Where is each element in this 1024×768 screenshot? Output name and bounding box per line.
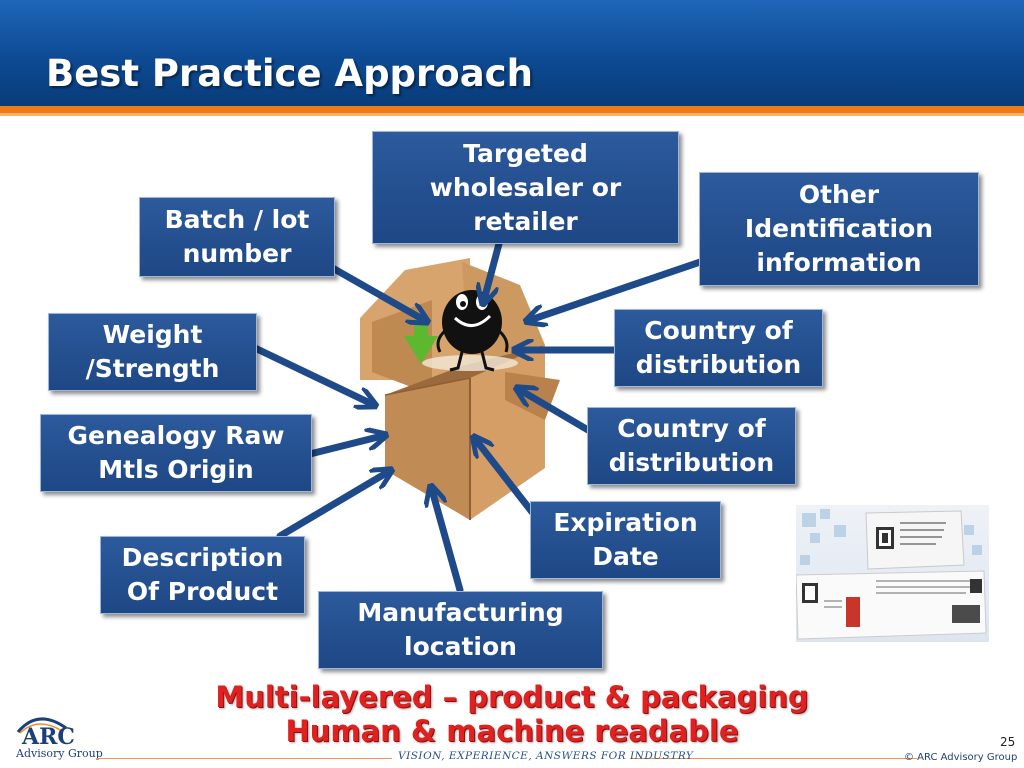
connector-arrows	[251, 236, 704, 594]
product-packaging-image	[796, 505, 989, 642]
arrow-targeted	[484, 236, 504, 300]
footer-rule-right	[632, 758, 917, 759]
arrow-weight	[251, 344, 372, 404]
arc-logo-subtitle: Advisory Group	[16, 747, 103, 760]
label-expiration-date: Expiration Date	[530, 501, 721, 579]
label-batch-lot-number: Batch / lot number	[139, 197, 335, 277]
label-genealogy-raw-materials: Genealogy Raw Mtls Origin	[40, 414, 312, 492]
label-description-of-product: Description Of Product	[100, 536, 305, 614]
arrow-batch	[318, 258, 424, 320]
tagline-line-1: Multi-layered – product & packaging	[215, 680, 809, 714]
arrow-description	[276, 472, 388, 540]
tagline-line-2: Human & machine readable	[285, 714, 739, 748]
label-targeted-wholesaler: Targeted wholesaler or retailer	[372, 131, 679, 244]
arc-logo-swoosh-icon	[16, 717, 67, 734]
footer-slogan: VISION, EXPERIENCE, ANSWERS FOR INDUSTRY	[398, 750, 694, 762]
arrow-country2	[520, 390, 592, 434]
slide-title: Best Practice Approach	[46, 52, 533, 95]
header-accent-band-light	[0, 113, 1024, 116]
label-other-identification: Other Identification information	[699, 172, 979, 286]
label-weight-strength: Weight /Strength	[48, 313, 257, 391]
label-country-of-distribution-1: Country of distribution	[614, 309, 823, 387]
header-bar	[0, 0, 1024, 108]
header-accent-band	[0, 106, 1024, 113]
arrow-expiration	[476, 440, 536, 516]
label-country-of-distribution-2: Country of distribution	[587, 407, 796, 485]
arrow-manufacturing	[432, 490, 464, 594]
arrow-genealogy	[306, 436, 382, 458]
label-manufacturing-location: Manufacturing location	[318, 591, 603, 669]
page-number: 25	[1000, 735, 1016, 749]
arc-logo-name: ARC	[22, 724, 75, 750]
footer-rule-left	[96, 758, 392, 759]
copyright-notice: © ARC Advisory Group	[904, 752, 1018, 763]
arrow-other-id	[530, 258, 704, 320]
